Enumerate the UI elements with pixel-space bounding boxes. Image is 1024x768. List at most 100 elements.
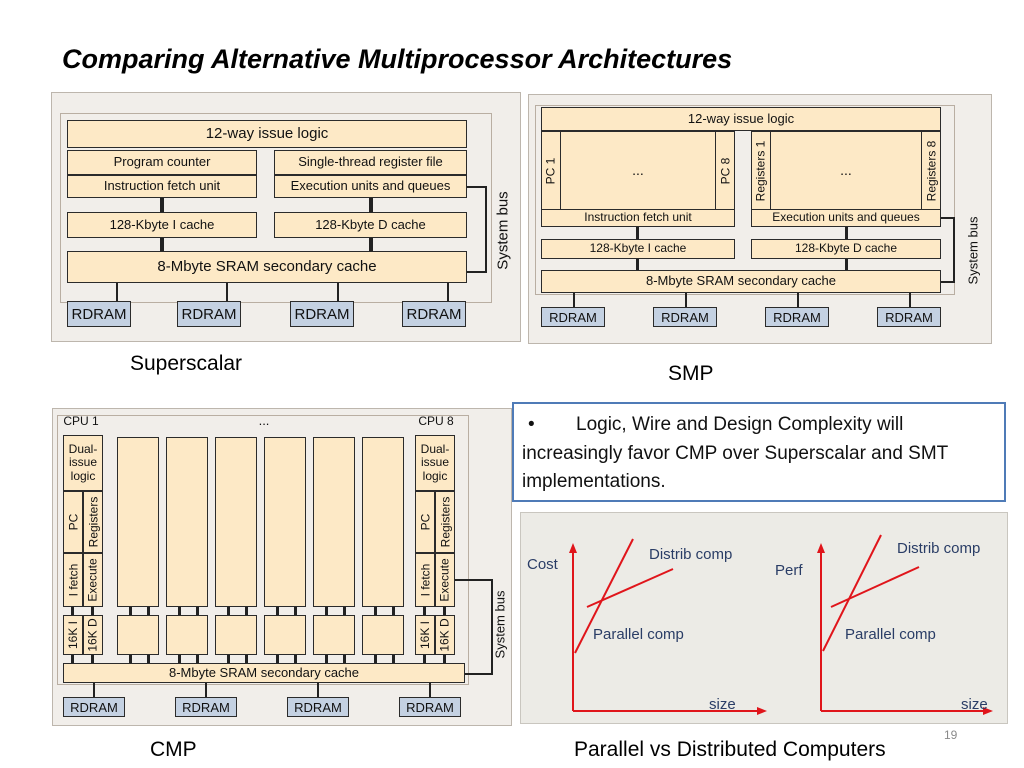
cmp-link — [227, 607, 230, 615]
ss-secondary-cache: 8-Mbyte SRAM secondary cache — [67, 251, 467, 283]
cmp-cpu8-ifetch: I fetch — [415, 553, 435, 607]
left-xlabel: size — [709, 696, 736, 713]
ss-link — [369, 238, 373, 251]
cmp-link — [423, 607, 426, 615]
left-y-arrow — [569, 543, 577, 553]
ss-issue-logic: 12-way issue logic — [67, 120, 467, 148]
smp-dcache: 128-Kbyte D cache — [751, 239, 941, 259]
cmp-link — [294, 655, 297, 663]
smp-bus-line — [941, 281, 955, 283]
ss-bus-line — [467, 271, 487, 273]
ss-link — [337, 283, 339, 301]
superscalar-diagram: 12-way issue logic Program counter Singl… — [51, 92, 521, 342]
smp-reg-group — [751, 131, 941, 211]
cmp-link — [443, 655, 446, 663]
cmp-link — [245, 607, 248, 615]
ss-link — [447, 283, 449, 301]
cmp-cpu1-execute: Execute — [83, 553, 103, 607]
smp-issue-logic: 12-way issue logic — [541, 107, 941, 131]
smp-exec-units: Execution units and queues — [751, 209, 941, 227]
cmp-cpu8-dual-issue: Dual- issue logic — [415, 435, 455, 491]
cmp-cpu-cache — [117, 615, 159, 655]
cmp-cpu-cache — [313, 615, 355, 655]
cmp-cpu1-pc: PC — [63, 491, 83, 553]
smp-pc8: PC 8 — [715, 131, 735, 211]
cmp-cpu1-ifetch: I fetch — [63, 553, 83, 607]
cmp-system-bus-label: System bus — [492, 590, 508, 658]
cmp-link — [325, 607, 328, 615]
ss-bus-line — [467, 186, 487, 188]
left-ylabel: Cost — [527, 556, 559, 573]
left-graph: Cost size Distrib comp Parallel comp — [527, 538, 767, 715]
cmp-link — [294, 607, 297, 615]
cmp-cpu8-16ki: 16K I — [415, 615, 435, 655]
smp-fetch-unit: Instruction fetch unit — [541, 209, 735, 227]
bullet-marker: • — [528, 414, 535, 435]
smp-link — [573, 293, 575, 307]
ss-link — [160, 238, 164, 251]
ss-rdram-1: RDRAM — [67, 301, 131, 327]
cmp-cpu-cache — [362, 615, 404, 655]
cmp-cpu1-dual-issue: Dual- issue logic — [63, 435, 103, 491]
left-x-arrow — [757, 707, 767, 715]
cmp-cpu8-registers: Registers — [435, 491, 455, 553]
left-distrib-label: Distrib comp — [649, 546, 732, 563]
right-x-arrow — [983, 707, 993, 715]
cmp-link — [343, 655, 346, 663]
ss-link — [369, 198, 373, 212]
cmp-cpu-core — [362, 437, 404, 607]
cmp-link — [205, 683, 207, 697]
cmp-link — [129, 607, 132, 615]
chip-outline — [57, 415, 469, 685]
cmp-cpu1-label: CPU 1 — [63, 414, 99, 429]
ss-rdram-2: RDRAM — [177, 301, 241, 327]
smp-caption: SMP — [668, 362, 714, 385]
smp-reg1: Registers 1 — [751, 131, 771, 211]
cmp-link — [392, 607, 395, 615]
smp-link — [845, 227, 848, 239]
cmp-link — [429, 683, 431, 697]
ss-bus-line — [485, 186, 487, 273]
right-graph: Perf size Distrib comp Parallel comp — [775, 534, 993, 715]
cmp-rdram-4: RDRAM — [399, 697, 461, 717]
smp-bus-line — [953, 217, 955, 283]
cmp-link — [93, 683, 95, 697]
right-y-arrow — [817, 543, 825, 553]
cmp-bus-line — [465, 673, 493, 675]
smp-bus-line — [941, 217, 955, 219]
cmp-cpu8-pc: PC — [415, 491, 435, 553]
cmp-cpu8-label: CPU 8 — [418, 414, 454, 429]
cmp-link — [196, 655, 199, 663]
cmp-cpu-core — [117, 437, 159, 607]
cmp-cpu-core — [215, 437, 257, 607]
smp-rdram-1: RDRAM — [541, 307, 605, 327]
cmp-link — [178, 607, 181, 615]
smp-diagram: 12-way issue logic PC 1 ... PC 8 Registe… — [528, 94, 992, 344]
graphs-svg: Cost size Distrib comp Parallel comp Per… — [527, 534, 993, 715]
smp-pc-ellipsis: ... — [632, 162, 644, 179]
smp-pc-group — [541, 131, 735, 211]
cmp-rdram-3: RDRAM — [287, 697, 349, 717]
cmp-link — [71, 607, 74, 615]
cmp-cpu-core — [264, 437, 306, 607]
ss-rdram-4: RDRAM — [402, 301, 466, 327]
smp-pc1: PC 1 — [541, 131, 561, 211]
chip-outline — [535, 105, 955, 295]
superscalar-caption: Superscalar — [130, 352, 243, 375]
cmp-cpu8-execute: Execute — [435, 553, 455, 607]
cmp-link — [245, 655, 248, 663]
cmp-cpu-core — [166, 437, 208, 607]
ss-fetch-unit: Instruction fetch unit — [67, 175, 257, 198]
cmp-link — [392, 655, 395, 663]
smp-link — [636, 259, 639, 270]
left-parallel-line — [574, 538, 634, 654]
smp-link — [845, 259, 848, 270]
smp-rdram-2: RDRAM — [653, 307, 717, 327]
cmp-link — [147, 607, 150, 615]
cmp-cpu1-registers: Registers — [83, 491, 103, 553]
smp-link — [797, 293, 799, 307]
cmp-link — [178, 655, 181, 663]
ss-register-file: Single-thread register file — [274, 150, 467, 175]
right-ylabel: Perf — [775, 562, 803, 579]
ss-system-bus-label: System bus — [494, 190, 512, 270]
